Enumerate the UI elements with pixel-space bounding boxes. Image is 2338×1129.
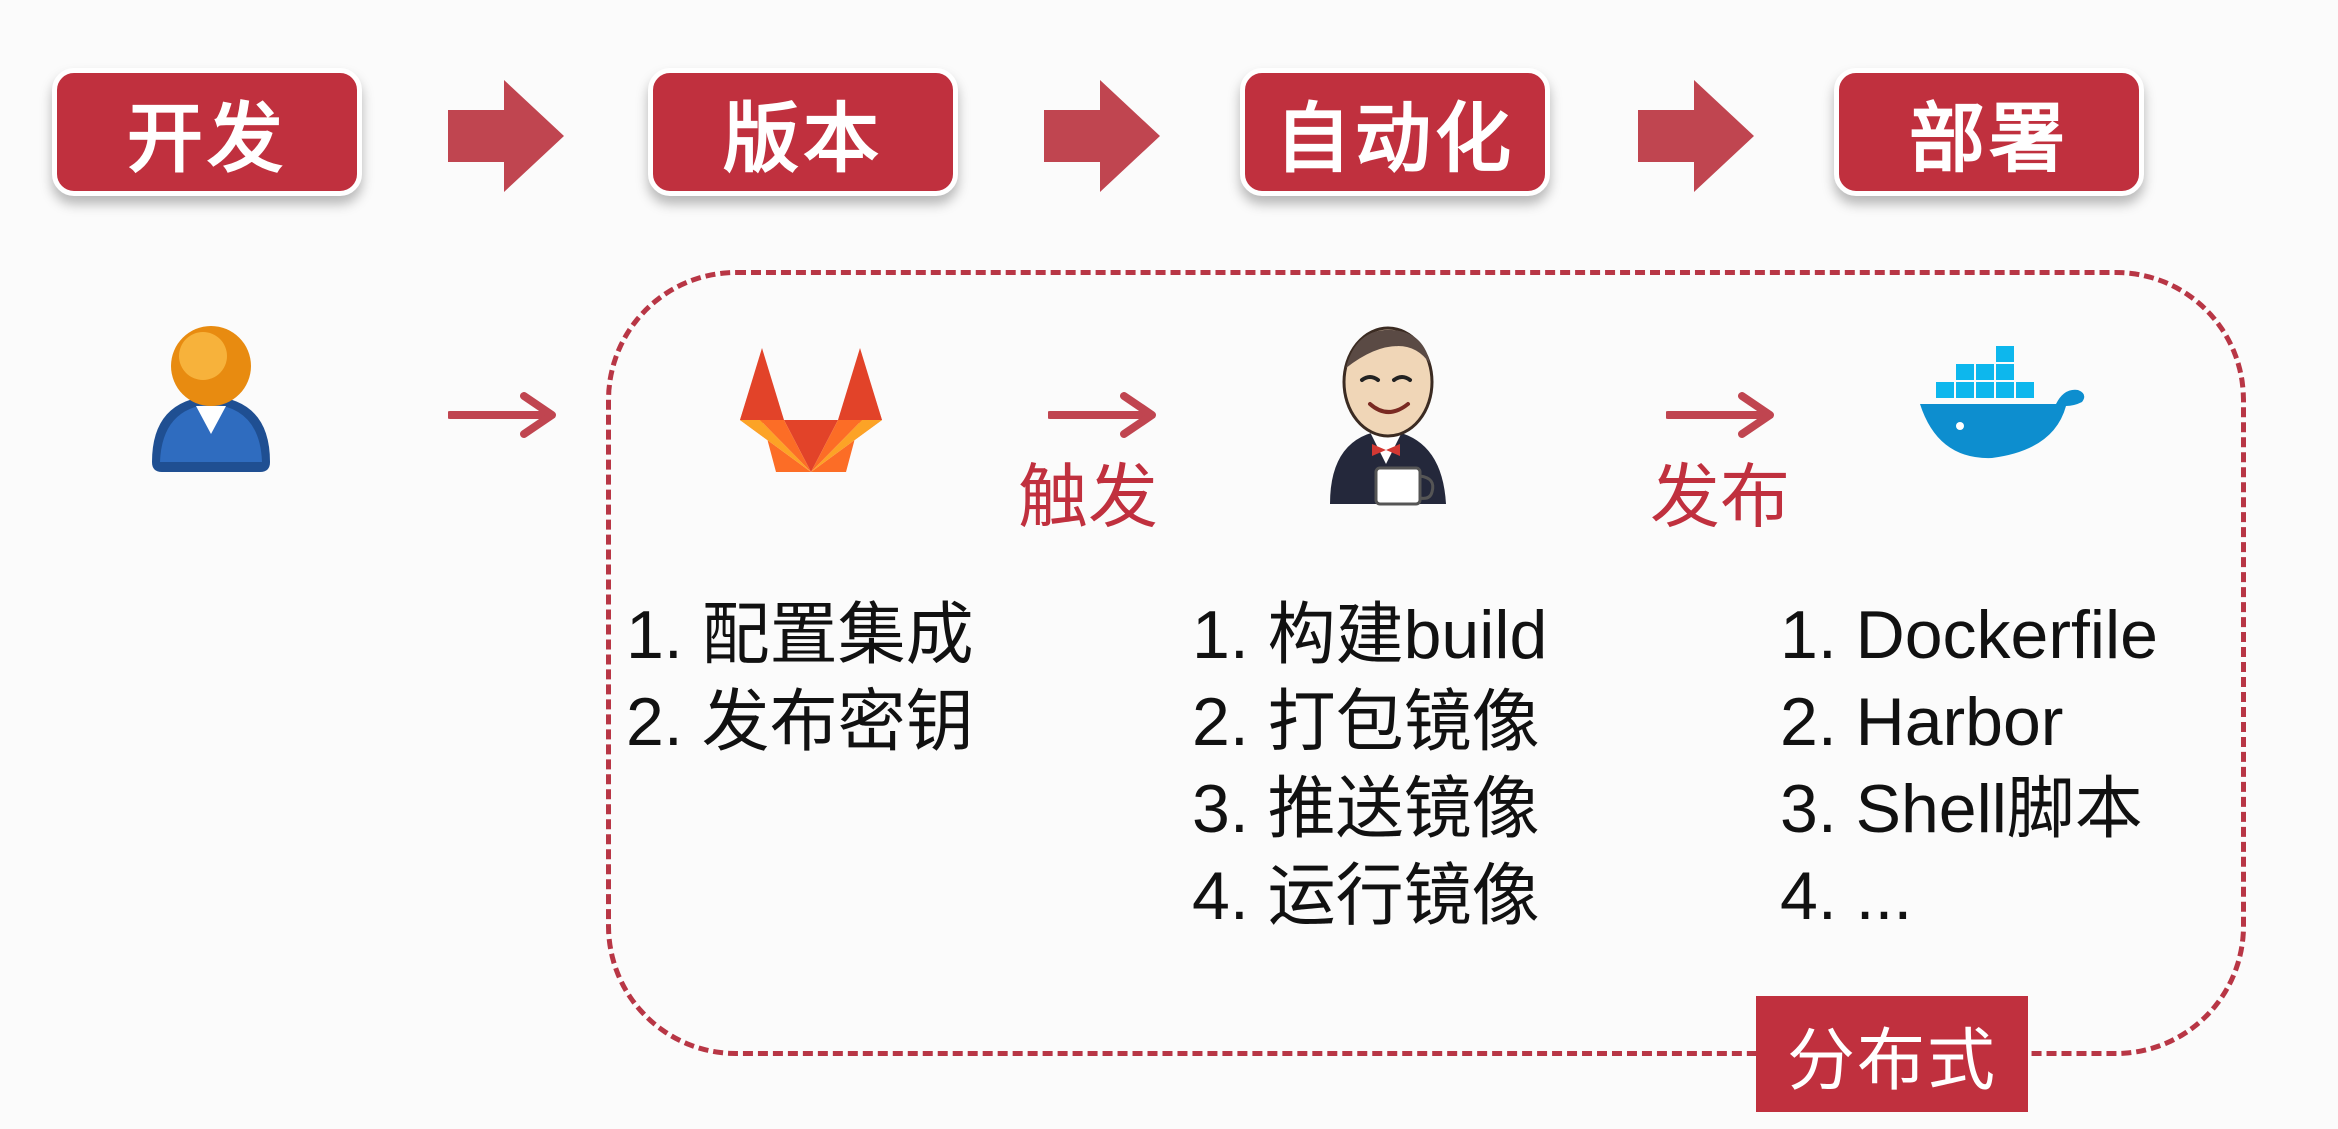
gitlab-icon (740, 348, 882, 472)
list-item: 3. Shell脚本 (1780, 771, 2143, 847)
jenkins-task-list: 1. 构建build 2. 打包镜像 3. 推送镜像 4. 运行镜像 (1192, 592, 1547, 940)
docker-icon (1920, 346, 2085, 459)
list-item: 4. ... (1780, 858, 1913, 934)
stage-version: 版本 (648, 68, 958, 196)
arrow-jenkins-to-docker (1666, 392, 1774, 438)
list-item: 1. 配置集成 (626, 597, 974, 673)
stage-dev: 开发 (52, 68, 362, 196)
docker-task-list: 1. Dockerfile 2. Harbor 3. Shell脚本 4. ..… (1780, 592, 2158, 940)
list-item: 3. 推送镜像 (1192, 771, 1540, 847)
list-item: 1. Dockerfile (1780, 597, 2158, 673)
arrow-user-to-gitlab (448, 392, 556, 438)
publish-label: 发布 (1650, 456, 1790, 538)
jenkins-icon (1330, 326, 1446, 506)
stage-arrow-2 (1044, 80, 1160, 192)
stage-automation: 自动化 (1240, 68, 1550, 196)
list-item: 1. 构建build (1192, 597, 1548, 673)
arrow-gitlab-to-jenkins (1048, 392, 1156, 438)
stage-deploy: 部署 (1834, 68, 2144, 196)
list-item: 4. 运行镜像 (1192, 858, 1540, 934)
list-item: 2. 打包镜像 (1192, 684, 1540, 760)
stage-arrow-3 (1638, 80, 1754, 192)
gitlab-task-list: 1. 配置集成 2. 发布密钥 (626, 592, 974, 766)
trigger-label: 触发 (1018, 456, 1158, 538)
pipeline-container (606, 270, 2246, 1056)
user-icon (152, 326, 270, 472)
list-item: 2. 发布密钥 (626, 684, 974, 760)
list-item: 2. Harbor (1780, 684, 2064, 760)
stage-arrow-1 (448, 80, 564, 192)
distributed-tag: 分布式 (1756, 996, 2028, 1112)
